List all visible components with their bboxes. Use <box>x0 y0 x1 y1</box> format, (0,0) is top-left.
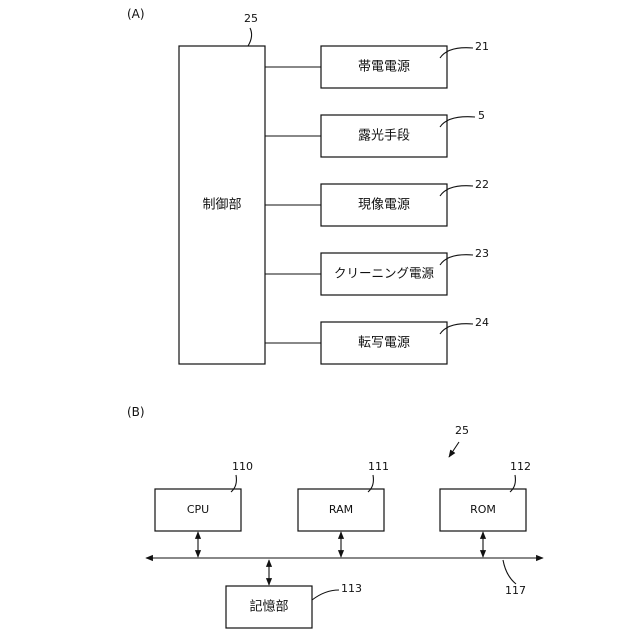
cleaning-power-label: クリーニング電源 <box>334 266 435 281</box>
developing-power-ref: 22 <box>475 178 489 191</box>
section-b-label: (B) <box>127 405 145 419</box>
charging-power-ref: 21 <box>475 40 489 53</box>
section-b-ref-arrow <box>449 442 459 457</box>
developing-power-label: 現像電源 <box>358 198 410 213</box>
exposure-unit-ref: 5 <box>478 109 485 122</box>
transfer-power-ref: 24 <box>475 316 489 329</box>
controller-leader <box>248 28 252 46</box>
rom-ref: 112 <box>510 460 531 473</box>
bus-ref: 117 <box>505 584 526 597</box>
ram-label: RAM <box>329 503 353 516</box>
section-b-ref: 25 <box>455 424 469 437</box>
storage-leader <box>312 590 339 600</box>
section-a-label: (A) <box>127 7 145 21</box>
storage-ref: 113 <box>341 582 362 595</box>
cpu-label: CPU <box>187 503 209 516</box>
transfer-power-label: 転写電源 <box>358 336 410 351</box>
storage-label: 記憶部 <box>249 599 288 615</box>
bus-leader <box>503 560 516 584</box>
controller-ref: 25 <box>244 12 258 25</box>
cpu-ref: 110 <box>232 460 253 473</box>
controller-label: 制御部 <box>202 198 241 213</box>
exposure-unit-label: 露光手段 <box>358 129 410 144</box>
charging-power-label: 帯電電源 <box>358 60 410 75</box>
cleaning-power-ref: 23 <box>475 247 489 260</box>
ram-ref: 111 <box>368 460 389 473</box>
rom-label: ROM <box>470 503 496 516</box>
